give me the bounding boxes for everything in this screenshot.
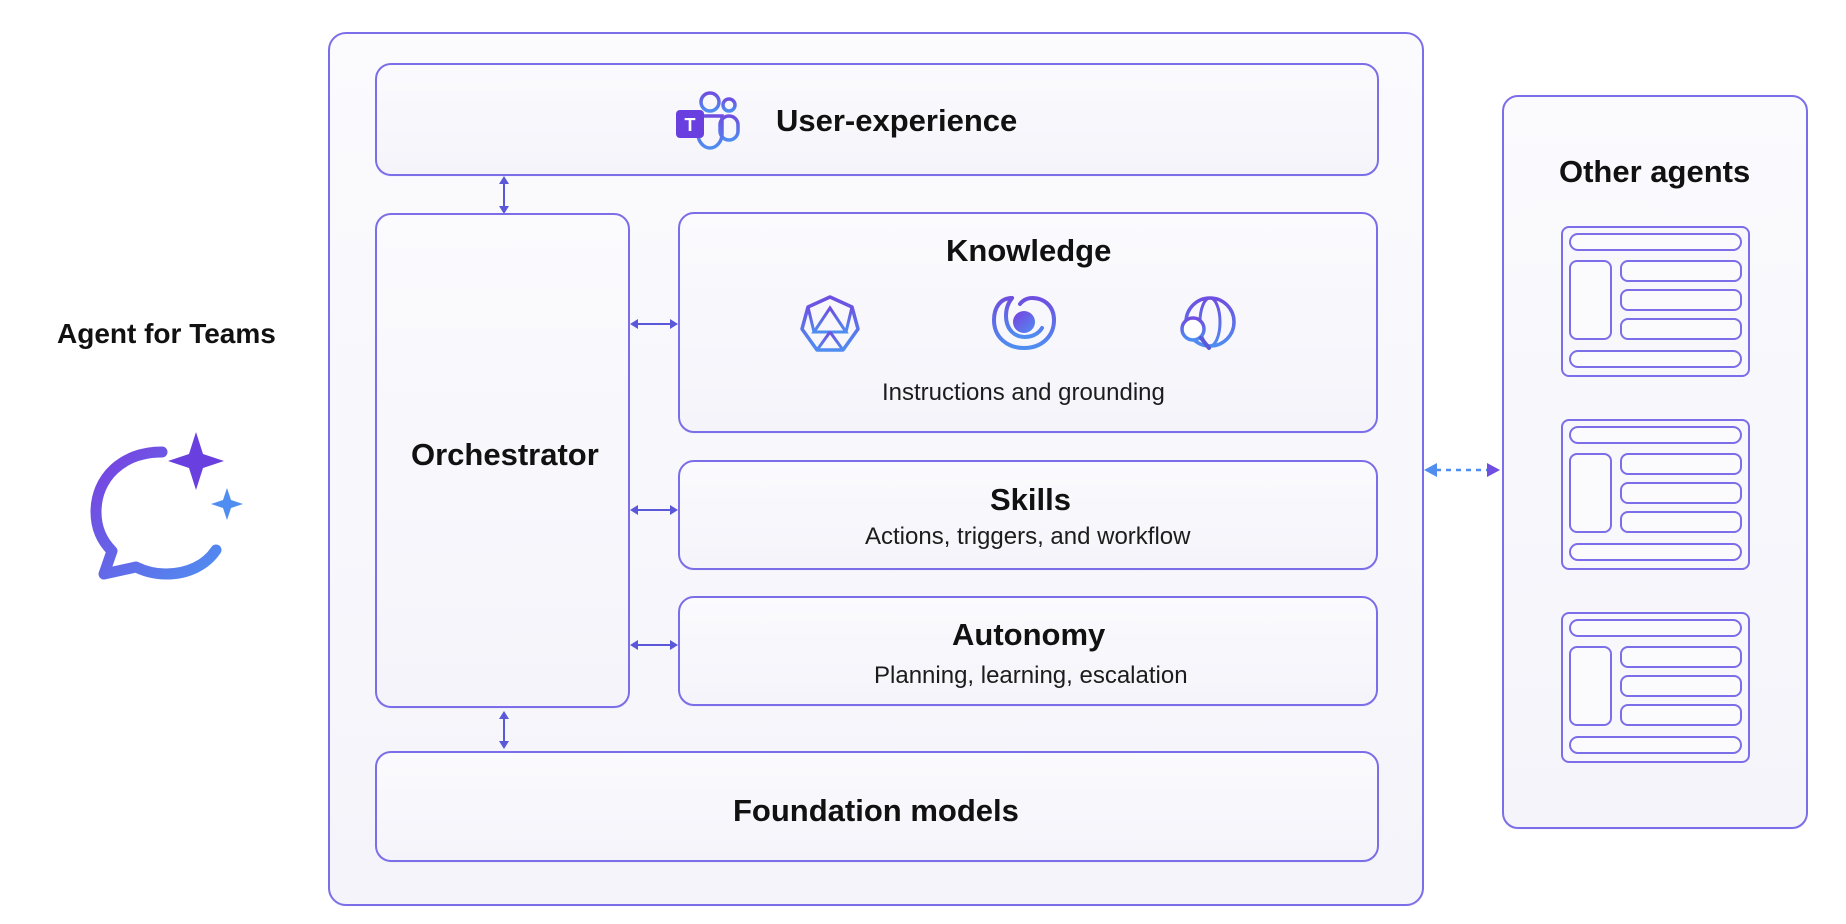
teams-icon: T <box>676 91 740 150</box>
agent-card-line <box>1620 646 1742 668</box>
agent-card-side-block <box>1569 646 1612 726</box>
agent-card-line <box>1620 318 1742 340</box>
autonomy-box <box>678 596 1378 706</box>
user-experience-title: User-experience <box>776 103 1018 138</box>
orchestrator-autonomy-arrow <box>630 640 678 650</box>
orchestrator-knowledge-arrow <box>630 319 678 329</box>
knowledge-graph-icon <box>800 295 860 352</box>
agent-card-bottom-bar <box>1569 736 1742 754</box>
user-experience-box <box>375 63 1379 176</box>
skills-title: Skills <box>990 482 1071 517</box>
dataverse-icon <box>991 295 1057 351</box>
agent-card-top-bar <box>1569 619 1742 637</box>
agent-card <box>1561 226 1750 377</box>
agent-card-top-bar <box>1569 426 1742 444</box>
agent-card-bottom-bar <box>1569 543 1742 561</box>
orchestrator-foundation-arrow <box>499 711 509 749</box>
skills-box <box>678 460 1378 570</box>
agent-card-line <box>1620 704 1742 726</box>
agent-card-top-bar <box>1569 233 1742 251</box>
agent-card <box>1561 419 1750 570</box>
foundation-models-box <box>375 751 1379 862</box>
knowledge-title: Knowledge <box>946 233 1112 268</box>
agent-card-line <box>1620 482 1742 504</box>
ux-orchestrator-arrow <box>499 176 509 214</box>
copilot-chat-sparkle-icon <box>90 432 243 580</box>
orchestrator-title: Orchestrator <box>411 437 599 472</box>
other-agents-title: Other agents <box>1559 154 1751 189</box>
orchestrator-box <box>375 213 630 708</box>
knowledge-subtitle: Instructions and grounding <box>882 379 1165 406</box>
agent-card-line <box>1620 453 1742 475</box>
agent-for-teams-label: Agent for Teams <box>57 318 276 349</box>
agent-card-bottom-bar <box>1569 350 1742 368</box>
skills-subtitle: Actions, triggers, and workflow <box>865 523 1191 550</box>
orchestrator-skills-arrow <box>630 505 678 515</box>
autonomy-title: Autonomy <box>952 617 1106 652</box>
foundation-models-title: Foundation models <box>733 793 1019 828</box>
agent-card-line <box>1620 511 1742 533</box>
agent-card-line <box>1620 260 1742 282</box>
agent-card-line <box>1620 289 1742 311</box>
web-search-icon <box>1180 296 1236 350</box>
agents-connector-arrow <box>1424 463 1500 477</box>
agent-card <box>1561 612 1750 763</box>
agent-card-line <box>1620 675 1742 697</box>
agent-card-side-block <box>1569 453 1612 533</box>
agent-card-side-block <box>1569 260 1612 340</box>
svg-text:T: T <box>685 115 696 135</box>
autonomy-subtitle: Planning, learning, escalation <box>874 662 1188 689</box>
